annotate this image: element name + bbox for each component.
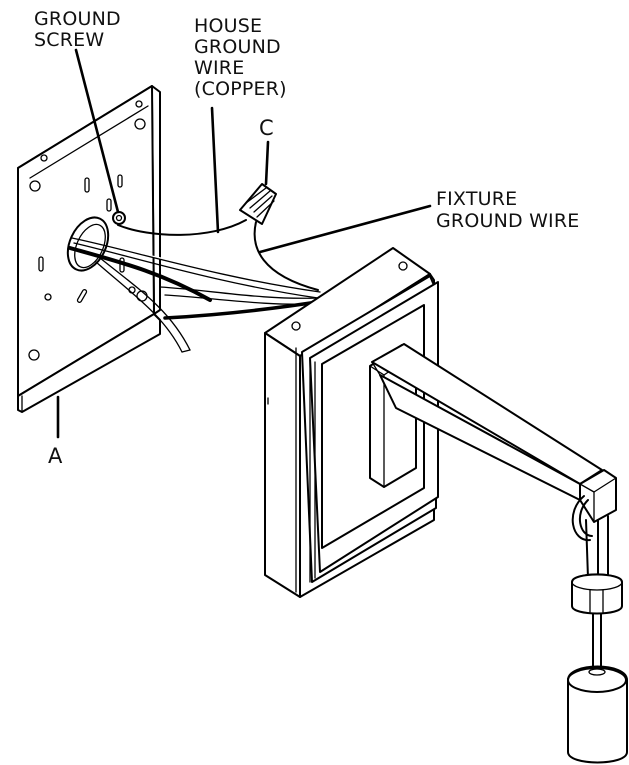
labels: GROUND SCREW HOUSE GROUND WIRE (COPPER) … xyxy=(34,8,579,468)
label-a: A xyxy=(48,444,63,468)
label-ground-screw-line1: GROUND xyxy=(34,8,121,30)
label-house-line1: HOUSE xyxy=(194,15,262,37)
label-house-line3: WIRE xyxy=(194,57,244,79)
leader-lines xyxy=(56,48,432,439)
label-ground-screw-line2: SCREW xyxy=(34,29,104,51)
wire-nut-c xyxy=(239,183,277,225)
mounting-plate xyxy=(17,85,161,413)
fixture-arm xyxy=(369,343,617,523)
ground-screw xyxy=(112,211,126,225)
label-house-line4: (COPPER) xyxy=(194,78,287,100)
label-ground-screw: GROUND SCREW xyxy=(34,8,127,51)
label-fixture-ground-wire: FIXTURE GROUND WIRE xyxy=(436,188,579,232)
wires xyxy=(68,219,332,353)
label-fixture-line2: GROUND WIRE xyxy=(436,210,579,232)
label-house-ground-wire: HOUSE GROUND WIRE (COPPER) xyxy=(194,15,287,100)
label-fixture-line1: FIXTURE xyxy=(436,188,517,210)
label-house-line2: GROUND xyxy=(194,36,281,58)
pendant-shade xyxy=(567,495,628,764)
label-c: C xyxy=(259,116,274,140)
